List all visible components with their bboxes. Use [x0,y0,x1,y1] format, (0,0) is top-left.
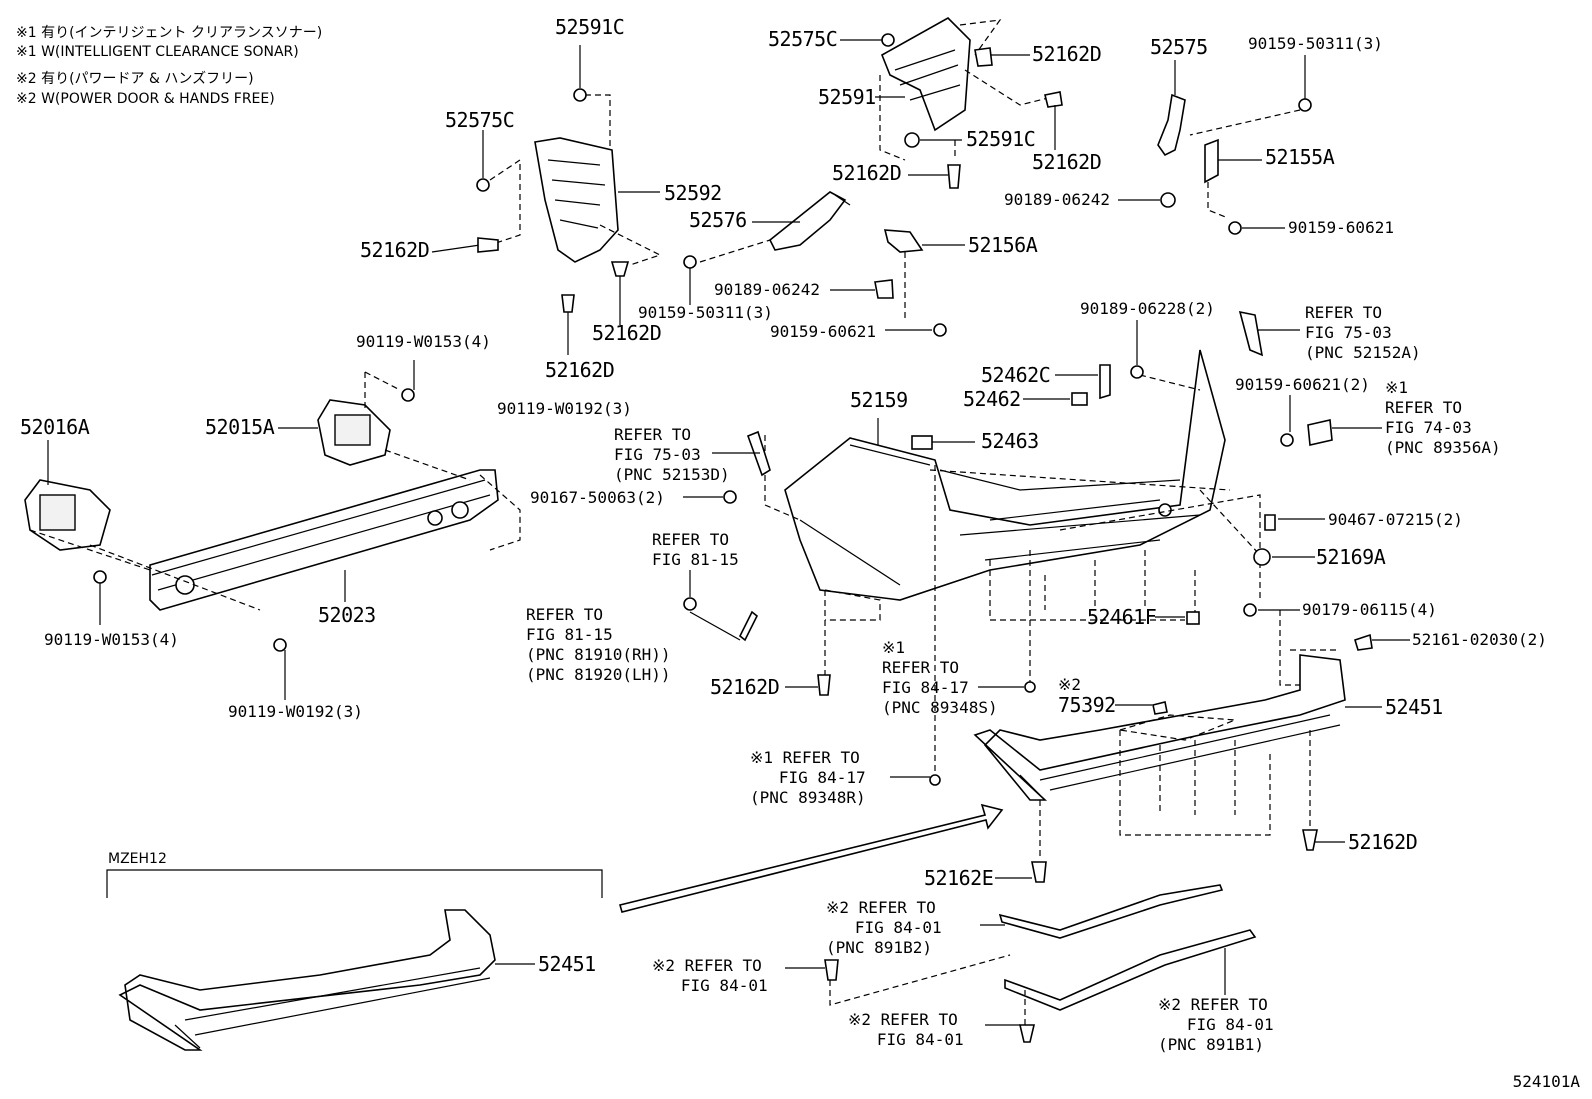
note-1-en: ※1 W(INTELLIGENT CLEARANCE SONAR) [16,44,299,60]
label-90159-60621: 90159-60621 [770,322,876,341]
ref-fig-84-17-89348S: ※1 REFER TO FIG 84-17 (PNC 89348S) [882,638,998,717]
part-891B1 [1004,929,1257,1011]
ref-fig-81-15-b: REFER TO FIG 81-15 (PNC 81910(RH)) (PNC … [526,605,671,684]
label-90167-50063: 90167-50063(2) [530,488,665,507]
label-90189-06228: 90189-06228(2) [1080,299,1215,318]
label-52159: 52159 [850,388,908,412]
label-52162E: 52162E [924,866,994,890]
label-90159-50311: 90159-50311(3) [1248,34,1383,53]
label-52462C: 52462C [981,363,1051,387]
label-52451: 52451 [1385,695,1443,719]
label-52575C: 52575C [445,108,515,132]
bracket-52576 [768,191,851,251]
label-52162D: 52162D [1348,830,1418,854]
label-52576: 52576 [689,208,747,232]
figure-code: 524101A [1512,1072,1580,1091]
ref-fig-81-15-a: REFER TO FIG 81-15 [652,530,739,569]
label-90119-W0153: 90119-W0153(4) [44,630,179,649]
label-90179-06115: 90179-06115(4) [1302,600,1437,619]
label-52156A: 52156A [968,233,1038,257]
label-90119-W0192: 90119-W0192(3) [497,399,632,418]
label-90159-60621: 90159-60621(2) [1235,375,1370,394]
label-52575C: 52575C [768,27,838,51]
ref-fig-84-01-c: ※2 REFER TO FIG 84-01 [848,1010,964,1049]
label-52162D: 52162D [1032,42,1102,66]
bracket-52015A [317,399,391,466]
part-891B2 [998,884,1224,939]
label-52155A: 52155A [1265,145,1335,169]
label-52461F: 52461F [1087,605,1157,629]
ref-fig-75-03-52152A: REFER TO FIG 75-03 (PNC 52152A) [1305,303,1421,362]
label-52162D: 52162D [832,161,902,185]
label-52016A: 52016A [20,415,90,439]
label-90189-06242: 90189-06242 [1004,190,1110,209]
label-90159-50311: 90159-50311(3) [638,303,773,322]
variant-label-mzeh12: MZEH12 [108,851,167,867]
callout-arrow [619,803,1004,913]
reinforcement-52023 [149,469,499,611]
note-2-en: ※2 W(POWER DOOR & HANDS FREE) [16,91,275,107]
note-marker-75392: ※2 [1058,675,1082,694]
label-52162D: 52162D [360,238,430,262]
label-52162D: 52162D [710,675,780,699]
label-90159-60621: 90159-60621 [1288,218,1394,237]
label-52591: 52591 [818,85,876,109]
ref-fig-84-17-89348R: ※1 REFER TO FIG 84-17 (PNC 89348R) [750,748,866,807]
label-75392: 75392 [1058,693,1116,717]
bracket-52592 [489,94,662,266]
label-52162D: 52162D [592,321,662,345]
note-1-jp: ※1 有り(インテリジェント クリアランスソナー) [16,25,323,41]
label-52591C: 52591C [555,15,625,39]
label-52162D: 52162D [1032,150,1102,174]
spoiler-52451 [973,654,1346,801]
clip-52575 [1157,93,1186,157]
label-90467-07215: 90467-07215(2) [1328,510,1463,529]
label-90119-W0153: 90119-W0153(4) [356,332,491,351]
label-52591C: 52591C [966,127,1036,151]
liner-52591 [879,17,1061,161]
label-52451: 52451 [538,952,596,976]
label-52015A: 52015A [205,415,275,439]
note-2-jp: ※2 有り(パワードア & ハンズフリー) [16,71,254,87]
label-52592: 52592 [664,181,722,205]
label-90119-W0192: 90119-W0192(3) [228,702,363,721]
label-52463: 52463 [981,429,1039,453]
ref-fig-75-03-52153D: REFER TO FIG 75-03 (PNC 52153D) [614,425,730,484]
ref-fig-84-01-891B2: ※2 REFER TO FIG 84-01 (PNC 891B2) [826,898,942,957]
label-52169A: 52169A [1316,545,1386,569]
label-90189-06242: 90189-06242 [714,280,820,299]
label-52462: 52462 [963,387,1021,411]
label-52162D: 52162D [545,358,615,382]
ref-fig-74-03: ※1 REFER TO FIG 74-03 (PNC 89356A) [1385,378,1501,457]
bracket-52016A [24,479,111,551]
ref-fig-84-01-b: ※2 REFER TO FIG 84-01 [652,956,768,995]
spoiler-52451-mzeh12 [118,909,496,1051]
ref-fig-84-01-891B1: ※2 REFER TO FIG 84-01 (PNC 891B1) [1158,995,1274,1054]
label-52023: 52023 [318,603,376,627]
label-52575: 52575 [1150,35,1208,59]
label-52161-02030: 52161-02030(2) [1412,630,1547,649]
